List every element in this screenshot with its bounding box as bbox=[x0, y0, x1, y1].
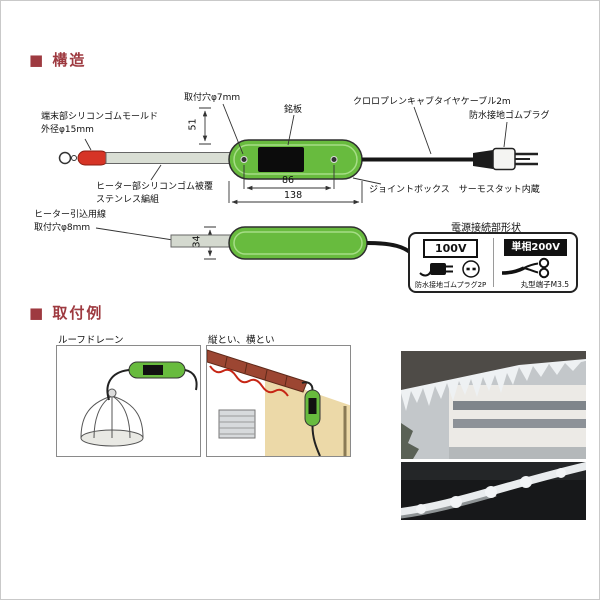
label-nameplate: 銘板 bbox=[284, 105, 303, 115]
mounting-hole-left bbox=[240, 156, 248, 163]
eyelet-ring-icon bbox=[58, 151, 72, 165]
photo-building-icicles bbox=[401, 351, 586, 459]
power-box-title: 電源接続部形状 bbox=[451, 223, 521, 234]
label-joint-box: ジョイントボックス サーモスタット内蔵 bbox=[369, 185, 540, 195]
dim-34: 34 bbox=[191, 235, 203, 248]
structure-heading: ■ 構造 bbox=[29, 51, 87, 69]
dim-138: 138 bbox=[284, 190, 303, 201]
mounting-hole-right bbox=[330, 156, 338, 163]
dimension-lines bbox=[199, 107, 363, 260]
photo-snowy-cable bbox=[401, 462, 586, 520]
label-cable: クロロプレンキャブタイヤケーブル2m bbox=[353, 97, 511, 107]
example1-box bbox=[56, 345, 201, 457]
heater-tube bbox=[105, 152, 231, 164]
rubber-plug-icon bbox=[419, 260, 480, 278]
plug-icon bbox=[473, 147, 538, 171]
label-heater-sheath: ヒーター部シリコンゴム被覆 ステンレス編組 bbox=[96, 182, 214, 206]
plug-caption: 防水接地ゴムプラグ2P bbox=[415, 281, 487, 289]
example1-title: ルーフドレーン bbox=[58, 335, 124, 346]
dim-86: 86 bbox=[282, 175, 295, 186]
voltage-200v-badge: 単相200V bbox=[504, 239, 567, 256]
round-terminal-icon bbox=[501, 257, 550, 279]
terminal-mold-cap bbox=[77, 150, 109, 166]
heater-assembly bbox=[58, 139, 538, 180]
heater-body-side bbox=[228, 226, 368, 260]
label-terminal-mold: 端末部シリコンゴムモールド 外径φ15mm bbox=[41, 112, 159, 136]
terminal-caption: 丸型端子M3.5 bbox=[520, 280, 569, 289]
gutter-illustration bbox=[207, 346, 350, 456]
power-connection-box: 100V 単相200V 防水接地ゴムプラグ2P 丸型端子M3.5 bbox=[408, 232, 578, 293]
installation-heading: ■ 取付例 bbox=[29, 304, 104, 322]
label-lead-wire: ヒーター引込用線 取付穴φ8mm bbox=[34, 210, 107, 234]
heater-side-view bbox=[170, 226, 420, 268]
voltage-100v-badge: 100V bbox=[423, 239, 479, 258]
label-mount-hole-7: 取付穴φ7mm bbox=[184, 93, 241, 103]
nameplate-plate bbox=[258, 147, 304, 172]
roof-drain-illustration bbox=[57, 346, 200, 456]
photo-cable-art bbox=[401, 462, 586, 520]
label-plug: 防水接地ゴムプラグ bbox=[469, 111, 550, 121]
example2-title: 縦とい、横とい bbox=[208, 335, 275, 346]
photo-building-art bbox=[401, 351, 586, 459]
joint-box-body bbox=[228, 139, 363, 180]
example2-box bbox=[206, 345, 351, 457]
power-box-divider bbox=[493, 238, 494, 287]
dim-51: 51 bbox=[187, 118, 199, 131]
